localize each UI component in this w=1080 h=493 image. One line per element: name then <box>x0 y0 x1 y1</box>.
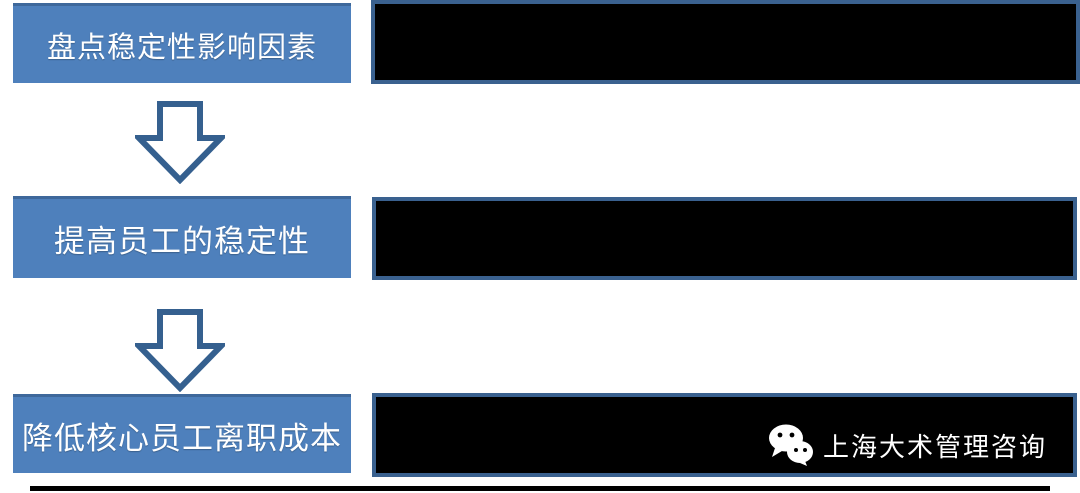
watermark: 上海大术管理咨询 <box>767 424 1047 466</box>
down-arrow-icon <box>135 308 225 392</box>
step-box-3: 降低核心员工离职成本 <box>13 394 351 473</box>
wechat-icon <box>768 424 813 466</box>
step-label-1: 盘点稳定性影响因素 <box>46 31 317 64</box>
divider-line <box>30 486 1050 491</box>
redacted-content-box-3: 上海大术管理咨询 <box>372 393 1077 477</box>
redacted-content-box-1 <box>371 0 1080 84</box>
step-label-2: 提高员工的稳定性 <box>54 224 310 259</box>
step-box-2: 提高员工的稳定性 <box>13 196 351 278</box>
watermark-text: 上海大术管理咨询 <box>822 431 1047 462</box>
down-arrow-icon <box>135 100 225 184</box>
redacted-content-box-2 <box>372 197 1077 280</box>
step-box-1: 盘点稳定性影响因素 <box>13 3 351 83</box>
step-label-3: 降低核心员工离职成本 <box>22 420 342 456</box>
